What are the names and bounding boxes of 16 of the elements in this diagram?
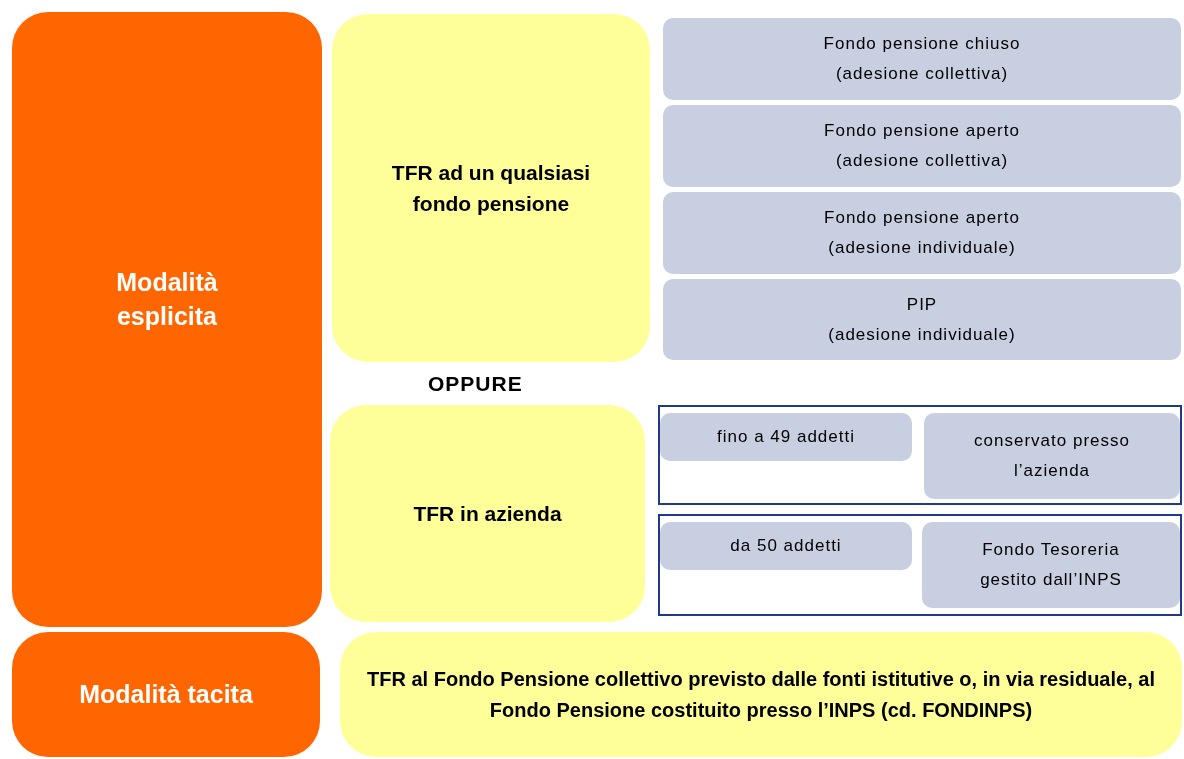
group-frame (658, 514, 1182, 616)
option-box: TFR in azienda (330, 405, 645, 622)
mode-box: Modalità tacita (12, 632, 320, 757)
choice-box: conservato presso l’azienda (924, 413, 1180, 499)
choice-box: Fondo pensione aperto (adesione individuale) (663, 192, 1181, 274)
option-box: TFR al Fondo Pensione collettivo previsto dalle fonti istitutive o, in via residuale, al Fondo Pensione costituito presso l’INPS (cd. FONDINPS) (340, 632, 1182, 757)
mode-box: Modalità esplicita (12, 12, 322, 627)
group-frame (658, 405, 1182, 505)
choice-box: da 50 addetti (660, 522, 912, 570)
choice-box: PIP (adesione individuale) (663, 279, 1181, 360)
choice-box: fino a 49 addetti (660, 413, 912, 461)
connector-word: OPPURE (428, 372, 523, 396)
choice-box: Fondo pensione aperto (adesione collettiva) (663, 105, 1181, 187)
choice-box: Fondo Tesoreria gestito dall’INPS (922, 522, 1180, 608)
choice-box: Fondo pensione chiuso (adesione collettiva) (663, 18, 1181, 100)
option-box: TFR ad un qualsiasi fondo pensione (332, 14, 650, 362)
